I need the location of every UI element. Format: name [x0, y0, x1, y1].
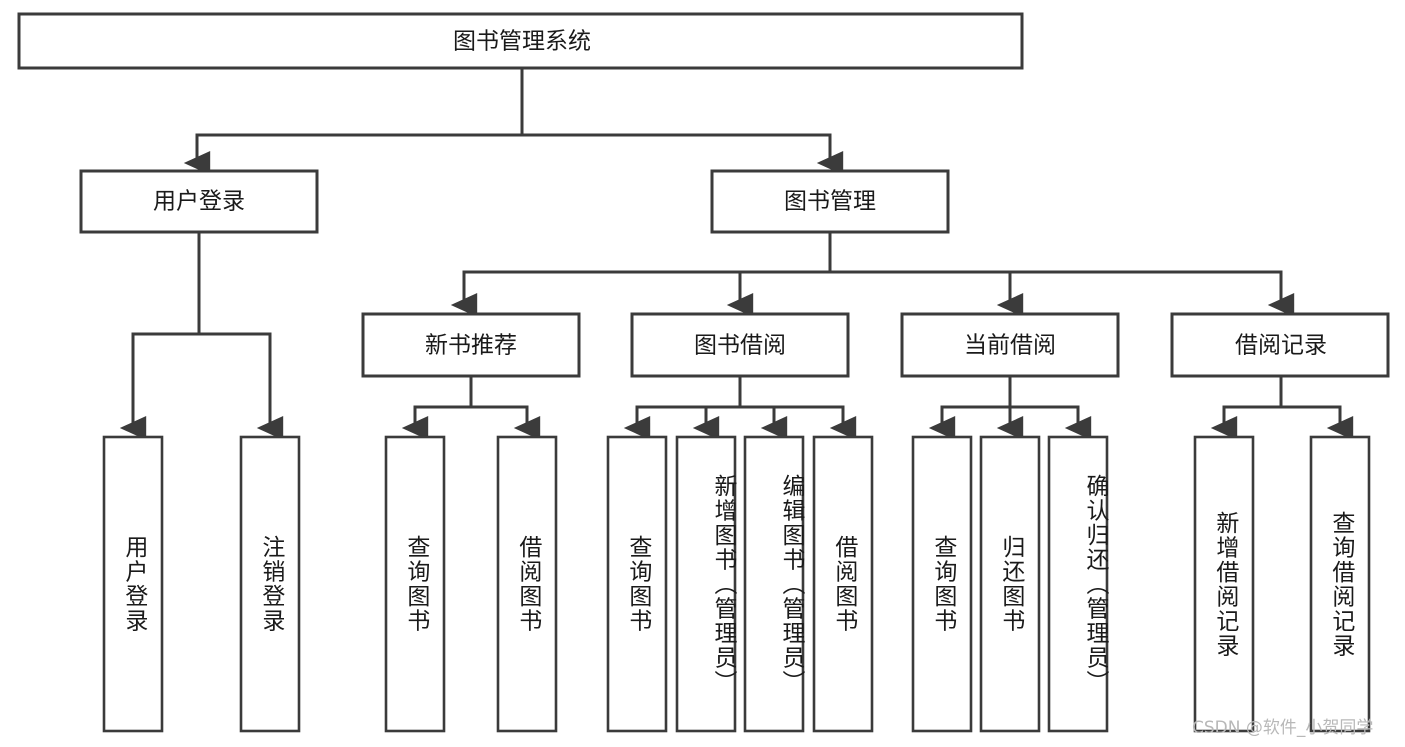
leaf-label-current-borrow-3: 确认归还（管理员）: [1082, 473, 1108, 695]
node-book-manage-label: 图书管理: [784, 189, 876, 215]
node-book-borrow-box[interactable]: [630, 312, 850, 378]
leaf-label-borrow-record-1: 新增借阅记录: [1211, 510, 1238, 658]
leaf-label-user-login-1: 用户登录: [120, 535, 147, 633]
leaf-label-book-borrow-1: 查询图书: [624, 535, 651, 633]
leaf-box-book-borrow-1[interactable]: [606, 435, 668, 733]
node-root-box[interactable]: [17, 12, 1024, 70]
node-book-borrow-label: 图书借阅: [694, 333, 786, 359]
node-new-book-label: 新书推荐: [425, 333, 517, 359]
node-borrow-record-label: 借阅记录: [1235, 333, 1327, 359]
leaf-box-book-borrow-3[interactable]: [743, 435, 805, 733]
node-book-manage-box[interactable]: [710, 169, 950, 234]
leaf-label-current-borrow-1: 查询图书: [929, 535, 956, 633]
node-user-login-label: 用户登录: [153, 189, 245, 215]
leaf-box-borrow-record-2[interactable]: [1309, 435, 1371, 733]
leaf-box-new-book-2[interactable]: [496, 435, 558, 733]
leaf-box-book-borrow-4[interactable]: [812, 435, 874, 733]
leaf-box-borrow-record-1[interactable]: [1193, 435, 1255, 733]
leaf-label-new-book-1: 查询图书: [402, 535, 429, 633]
node-borrow-record-box[interactable]: [1170, 312, 1390, 378]
leaf-label-user-login-2: 注销登录: [257, 535, 284, 633]
node-new-book-box[interactable]: [361, 312, 581, 378]
node-root-label: 图书管理系统: [453, 29, 591, 55]
leaf-label-book-borrow-2: 新增图书（管理员）: [710, 473, 736, 695]
leaf-label-new-book-2: 借阅图书: [514, 535, 541, 633]
leaf-box-new-book-1[interactable]: [384, 435, 446, 733]
leaf-box-user-login-1[interactable]: [102, 435, 164, 733]
node-current-borrow-label: 当前借阅: [964, 333, 1056, 359]
node-current-borrow-box[interactable]: [900, 312, 1120, 378]
leaf-label-book-borrow-3: 编辑图书（管理员）: [778, 473, 804, 695]
leaf-label-book-borrow-4: 借阅图书: [830, 535, 857, 633]
leaf-box-current-borrow-2[interactable]: [979, 435, 1041, 733]
leaf-label-borrow-record-2: 查询借阅记录: [1327, 510, 1354, 658]
leaf-box-current-borrow-3[interactable]: [1047, 435, 1109, 733]
leaf-box-book-borrow-2[interactable]: [675, 435, 737, 733]
watermark-text: CSDN @软件_小贺同学: [1192, 718, 1374, 738]
leaf-box-current-borrow-1[interactable]: [911, 435, 973, 733]
leaf-label-current-borrow-2: 归还图书: [997, 535, 1024, 633]
leaf-box-user-login-2[interactable]: [239, 435, 301, 733]
